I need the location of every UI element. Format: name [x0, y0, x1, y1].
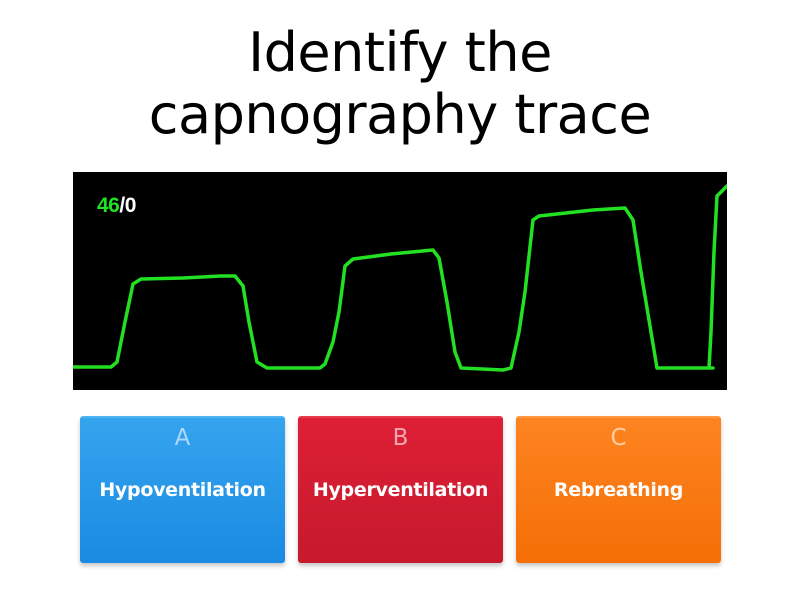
question-title: Identify the capnography trace — [0, 22, 800, 146]
etco2-value: 46 — [97, 194, 120, 217]
question-title-line-2: capnography trace — [148, 83, 652, 146]
answer-options: A Hypoventilation B Hyperventilation C R… — [0, 416, 800, 566]
answer-letter: A — [174, 425, 191, 451]
etco2-readout: 46/0 — [97, 194, 136, 218]
answer-option-b[interactable]: B Hyperventilation — [298, 416, 503, 563]
answer-letter: C — [610, 425, 627, 451]
answer-option-c[interactable]: C Rebreathing — [516, 416, 721, 563]
answer-letter: B — [392, 425, 409, 451]
readout-separator: / — [119, 194, 125, 217]
capnogram-image: 46/0 — [73, 172, 727, 390]
answer-option-a[interactable]: A Hypoventilation — [80, 416, 285, 563]
capnogram-waveform — [73, 184, 727, 372]
answer-label: Hypoventilation — [99, 479, 266, 501]
fico2-value: 0 — [124, 194, 137, 217]
question-title-line-1: Identify the — [248, 21, 552, 84]
answer-label: Hyperventilation — [312, 479, 489, 501]
answer-label: Rebreathing — [553, 479, 684, 501]
